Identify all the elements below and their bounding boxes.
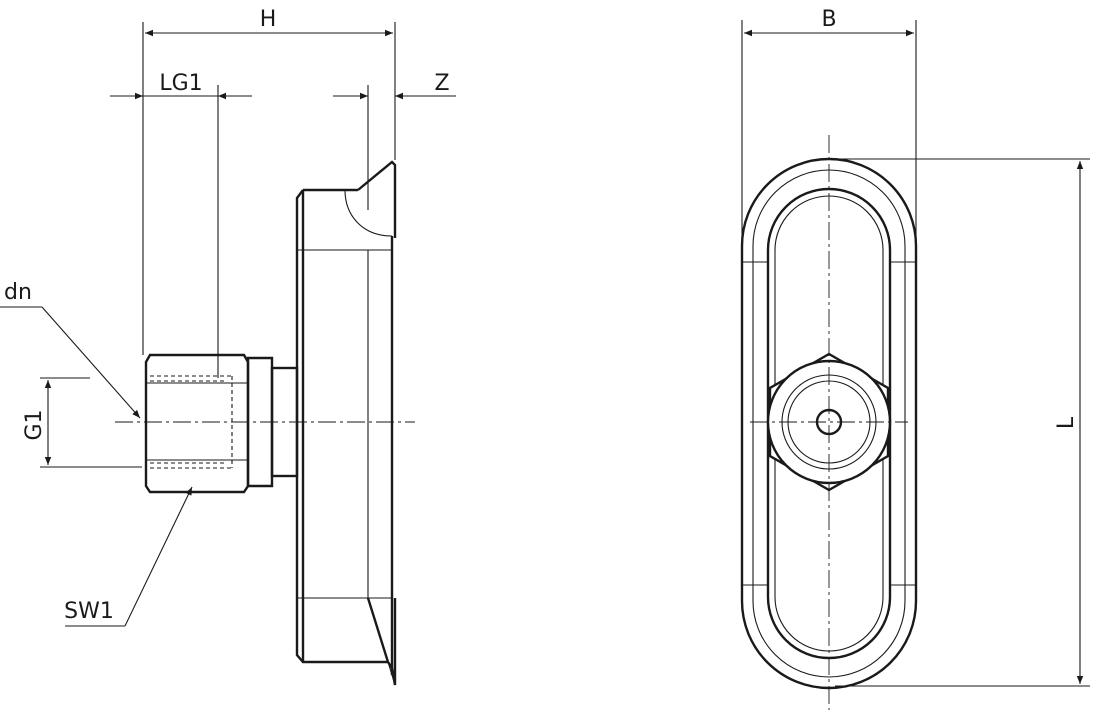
label-LG1: LG1	[159, 71, 202, 96]
side-extension-lines	[40, 22, 396, 468]
cup-body-outline	[295, 160, 397, 686]
leader-dn: dn	[0, 280, 141, 419]
leader-SW1: SW1	[64, 486, 193, 627]
cup-lip-outline	[752, 169, 906, 678]
cup-cavity-outline	[774, 195, 884, 652]
cup-outer-outline	[740, 157, 918, 690]
label-B: B	[821, 7, 836, 32]
label-dn: dn	[4, 280, 32, 305]
dim-B: B	[744, 7, 914, 37]
front-extension-lines	[741, 20, 1090, 687]
hex-nut-side	[144, 353, 250, 494]
dim-H: H	[145, 7, 393, 37]
side-view: H LG1 Z G1 dn SW1	[0, 7, 456, 686]
dim-LG1: LG1	[110, 71, 252, 100]
cup-inner-outline	[766, 187, 892, 660]
dim-L: L	[1054, 161, 1084, 684]
label-H: H	[260, 7, 277, 32]
label-L: L	[1054, 416, 1079, 429]
label-SW1: SW1	[64, 599, 114, 624]
dim-Z: Z	[333, 71, 456, 100]
dim-G1: G1	[22, 380, 52, 465]
label-Z: Z	[434, 71, 449, 96]
hex-nut-front	[766, 352, 892, 492]
label-G1: G1	[22, 409, 47, 440]
front-view: B L	[740, 7, 1090, 710]
